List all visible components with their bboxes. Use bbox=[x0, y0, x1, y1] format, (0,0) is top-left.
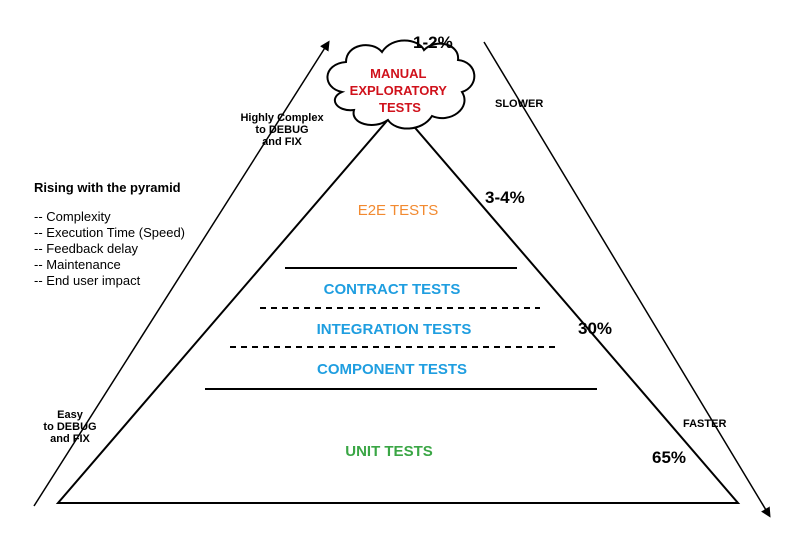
legend-item: -- Feedback delay bbox=[34, 241, 139, 256]
slower-label: SLOWER bbox=[495, 98, 543, 110]
legend-item: -- End user impact bbox=[34, 273, 141, 288]
legend-list: -- Complexity -- Execution Time (Speed) … bbox=[34, 209, 185, 289]
manual-percentage: 1-2% bbox=[413, 33, 453, 52]
pyramid-outline bbox=[55, 106, 741, 504]
unit-percentage: 65% bbox=[652, 448, 686, 467]
integration-tier-label: INTEGRATION TESTS bbox=[317, 321, 472, 338]
manual-tier-label: MANUAL EXPLORATORY TESTS bbox=[350, 66, 451, 115]
contract-tier-label: CONTRACT TESTS bbox=[324, 281, 461, 298]
complexity-arrow bbox=[33, 40, 330, 507]
legend-title: Rising with the pyramid bbox=[34, 180, 181, 195]
legend-item: -- Complexity bbox=[34, 209, 111, 224]
middle-percentage: 30% bbox=[578, 319, 612, 338]
e2e-percentage: 3-4% bbox=[485, 188, 525, 207]
e2e-tier-label: E2E TESTS bbox=[358, 202, 439, 219]
speed-arrow bbox=[483, 41, 771, 518]
component-tier-label: COMPONENT TESTS bbox=[317, 361, 467, 378]
faster-label: FASTER bbox=[683, 418, 726, 430]
manual-cloud-shape bbox=[326, 39, 476, 130]
legend-item: -- Maintenance bbox=[34, 257, 121, 272]
pyramid-legend: Rising with the pyramid -- Complexity --… bbox=[34, 180, 185, 289]
legend-item: -- Execution Time (Speed) bbox=[34, 225, 186, 240]
unit-tier-label: UNIT TESTS bbox=[345, 443, 433, 460]
